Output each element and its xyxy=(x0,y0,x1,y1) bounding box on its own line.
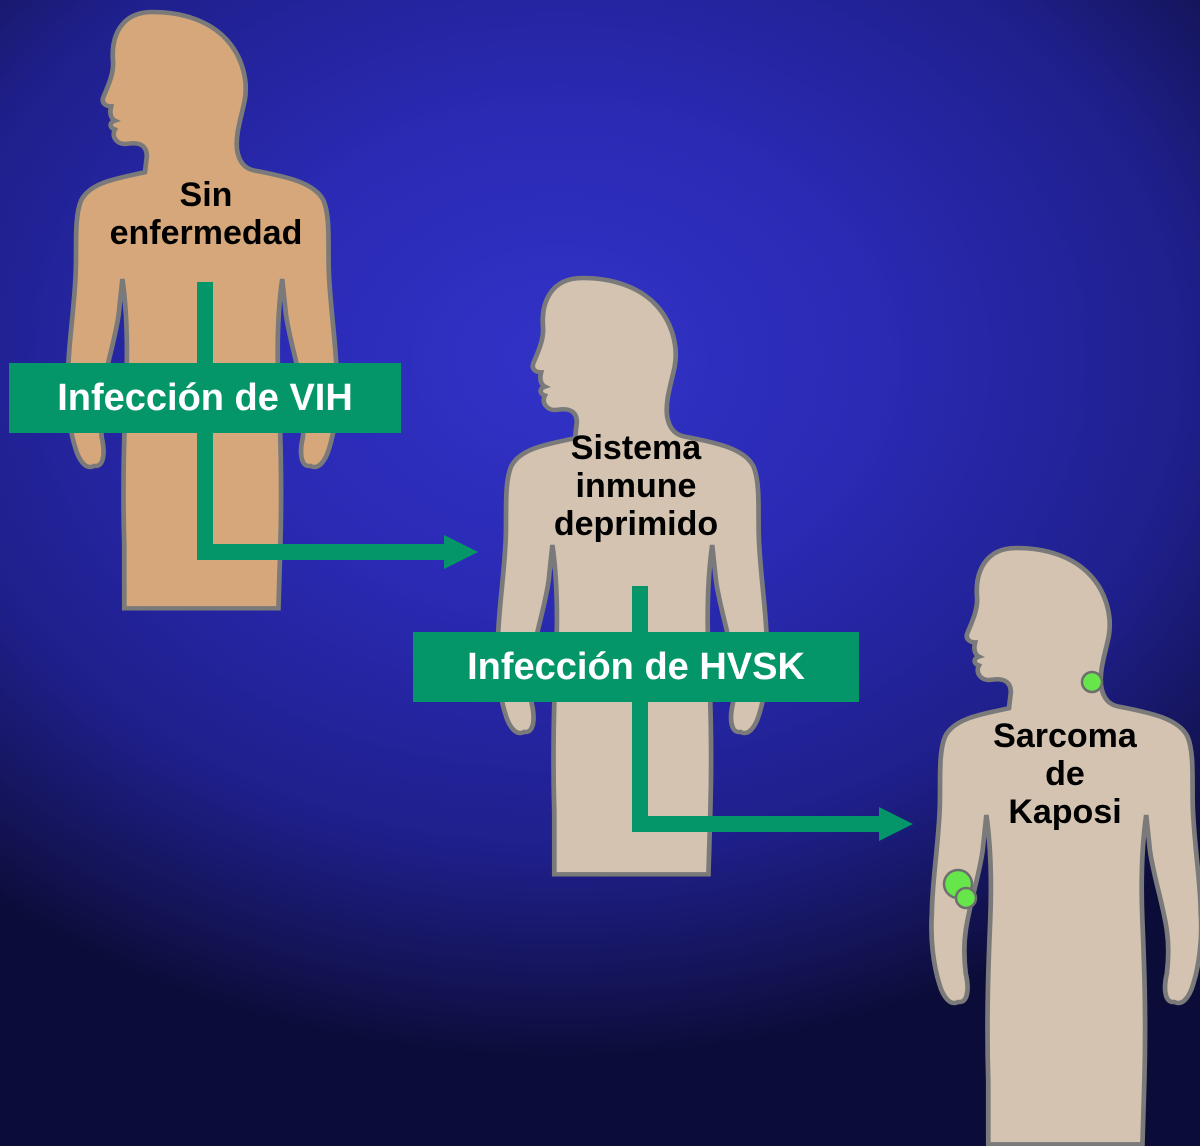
stage-label-line: deprimido xyxy=(553,505,719,544)
lesion-arm-small xyxy=(954,886,978,910)
stage-label-immunosuppressed: Sistema inmune deprimido xyxy=(506,429,766,543)
stage-label-line: inmune xyxy=(575,467,697,506)
lesion-neck xyxy=(1080,670,1104,694)
stage-label-line: Sarcoma xyxy=(993,717,1137,755)
stage-label-kaposi: Sarcoma de Kaposi xyxy=(945,717,1185,831)
figure-kaposi xyxy=(931,548,1200,1144)
stage-label-line: Sistema xyxy=(570,429,702,467)
stage-label-line: Kaposi xyxy=(1008,793,1122,832)
stage-label-line: de xyxy=(1045,755,1085,794)
stage-label-line: enfermedad xyxy=(109,214,303,253)
step-label-hiv: Infección de VIH xyxy=(9,363,401,433)
stage-label-healthy: Sin enfermedad xyxy=(76,176,336,252)
stage-label-line: Sin xyxy=(179,176,233,214)
step-label-hhv8: Infección de HVSK xyxy=(413,632,859,702)
